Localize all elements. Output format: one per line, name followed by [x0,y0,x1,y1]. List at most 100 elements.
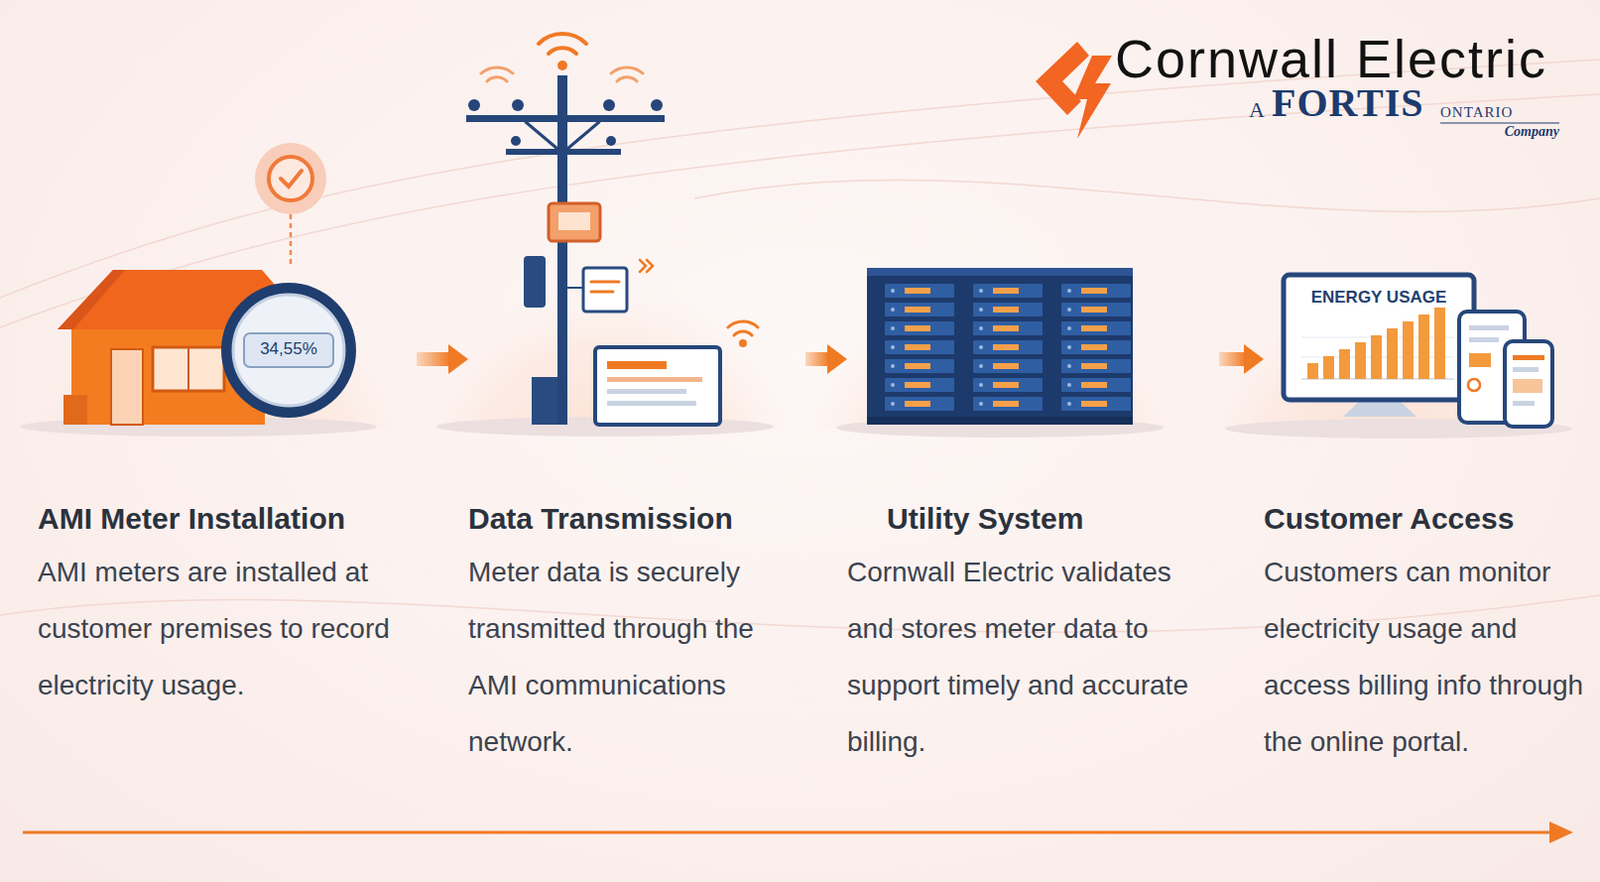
rack-unit [884,283,955,298]
wire [567,286,584,289]
halos [4,228,1570,429]
leader-line [289,214,293,268]
field-monitor [595,347,721,425]
background-waves [0,59,1600,632]
rack-led [1067,288,1072,293]
brace [525,122,558,149]
meter-display [244,333,334,368]
cabinet-top [866,267,1133,276]
wifi-arc [611,67,643,74]
logo-c [1035,41,1090,116]
usage-bar [1402,321,1414,379]
stage-node: AMI Meter InstallationAMI meters are ins… [37,138,417,774]
rack-slot [904,287,931,294]
wifi-arc [481,67,513,74]
rack-slot [1081,344,1108,351]
usage-bar [1370,335,1382,379]
rack-units [884,283,1131,411]
rack-slot [904,344,931,351]
monitor [1283,274,1475,400]
rack-led [890,345,895,350]
arrow-shaft [1219,352,1246,367]
rack-led [1067,401,1072,406]
stage-heading: Customer Access [1263,493,1598,544]
rack-slot [1081,363,1108,370]
rack-led [979,288,984,293]
arrow-head [1243,344,1264,374]
phone-block [1512,378,1543,393]
rack-led [979,401,984,406]
rack-slot [992,287,1019,294]
usage-bars [1307,307,1446,379]
rack-led [890,382,895,387]
rack-slot [1081,400,1108,407]
rack-unit [1061,283,1131,298]
insulator [606,135,616,146]
phone-line [1512,367,1539,372]
stage-node: Utility SystemCornwall Electric validate… [847,138,1220,774]
rack-slot [992,344,1019,351]
rack-unit [884,359,955,373]
box-line [591,280,619,284]
rack-led [1067,364,1072,369]
server-illustration [866,267,1133,425]
timeline-line [22,831,1558,835]
transformer [523,255,546,308]
stage-description: Cornwall Electric validates and stores m… [847,543,1220,770]
monitor-line [607,400,697,406]
rack-unit [973,283,1043,298]
logo-icon [1035,41,1112,139]
brand-suffix: Company [1504,124,1560,139]
rack-slot [992,325,1019,332]
rack-unit [973,396,1043,411]
insulator [510,135,521,146]
rack-unit [1061,377,1131,392]
rack-led [1067,345,1072,350]
rack-unit [1061,340,1131,355]
usage-bar [1323,356,1335,379]
insulator [468,99,481,112]
brand-name: Cornwall Electric [1114,31,1548,86]
rack-led [1067,382,1072,387]
rack-unit [884,377,955,392]
house-box [63,394,88,425]
halo [1192,252,1570,429]
wifi-dot [557,60,568,71]
wave-line [694,180,1600,213]
monitor-line [607,388,687,394]
rack-led [1067,307,1072,312]
wifi-arc [538,33,587,44]
rack-unit [884,321,955,336]
arrow-head [448,344,469,374]
window-mullion [187,347,190,391]
arrow-head [827,344,848,374]
stage-description: Meter data is securely transmitted throu… [468,543,806,770]
rack-slot [904,381,931,388]
rack-led [890,326,895,331]
brand-region: ONTARIO [1440,105,1513,121]
rack-unit [884,302,955,317]
meter-face [233,294,345,406]
stage-node: Data TransmissionMeter data is securely … [468,138,806,774]
house-window [152,347,225,391]
tablet-line [1469,325,1509,331]
rack-led [979,382,984,387]
usage-bar [1418,314,1430,379]
device-screen [558,212,591,231]
wifi-arc [616,77,637,82]
crossarm [466,115,665,123]
tablet-icon [1468,378,1480,391]
brand-article: A [1248,99,1265,122]
rack-unit [973,340,1043,355]
monitor-stand [1343,399,1417,417]
arrow-shaft [805,352,830,367]
rack-slot [992,363,1019,370]
usage-bar [1307,363,1319,379]
wifi-arc [548,47,577,54]
halo [798,238,1196,429]
stage-description: Customers can monitor electricity usage … [1263,543,1598,770]
rack-slot [1081,381,1108,388]
base-box [531,376,558,425]
